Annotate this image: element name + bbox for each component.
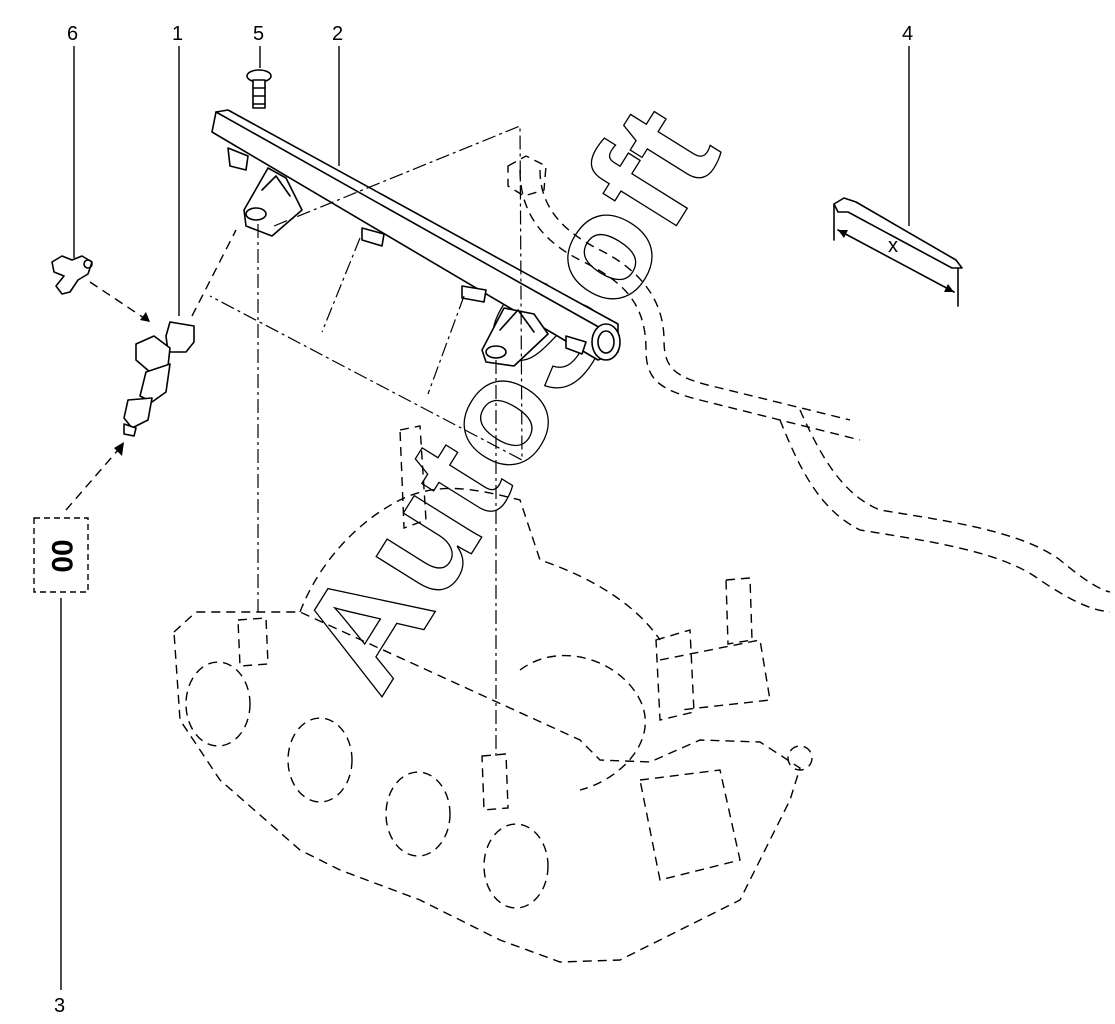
callout-3: 3 (54, 995, 65, 1017)
callout-5: 5 (253, 23, 264, 45)
assembly-lines (209, 125, 523, 756)
dimension-label: x (888, 235, 898, 257)
fuel-hose (507, 155, 1111, 613)
callout-6: 6 (67, 23, 78, 45)
bolt-part-5 (246, 69, 272, 109)
callout-1: 1 (172, 23, 183, 45)
leader-lines (60, 46, 910, 990)
callout-2: 2 (332, 23, 343, 45)
callout-4: 4 (902, 23, 913, 45)
tool-part-4: x (833, 197, 963, 307)
injector-part-1 (123, 229, 237, 437)
code-box-text: 00 (45, 539, 78, 572)
intake-manifold (173, 425, 813, 963)
injector-code-arrow (65, 442, 124, 511)
fuel-rail-part-2 (211, 109, 621, 367)
clip-part-6 (51, 255, 151, 323)
code-box: 00 (33, 517, 89, 593)
